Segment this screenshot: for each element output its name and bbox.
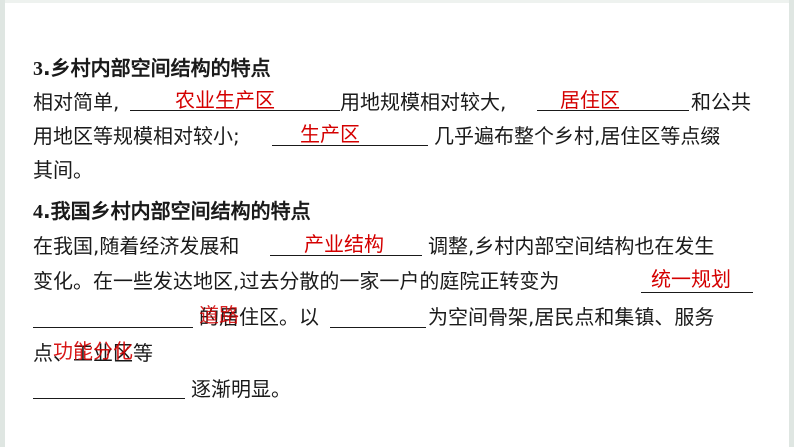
s4-line1-part1: 在我国,随着经济发展和: [33, 234, 240, 258]
s4-blank-2b: [33, 327, 193, 328]
section4-heading: 4.我国乡村内部空间结构的特点: [33, 199, 311, 224]
s4-line2: 变化。在一些发达地区,过去分散的一家一户的庭院正转变为: [33, 269, 560, 293]
section3-heading: 3.乡村内部空间结构的特点: [33, 56, 271, 81]
s3-line1-part2: 用地规模相对较大,: [340, 90, 507, 114]
s4-blank-1: [270, 255, 422, 256]
s4-answer-2: 统一规划: [651, 267, 731, 291]
s3-blank-1: [130, 110, 340, 111]
s3-answer-2: 居住区: [560, 88, 620, 112]
s4-answer-3: 道路: [199, 303, 239, 327]
s4-blank-4: [33, 398, 185, 399]
slide-right-border: [789, 0, 794, 447]
s3-blank-2: [537, 110, 689, 111]
s4-line3-part1: 的居住区。以: [199, 305, 319, 329]
s3-answer-3: 生产区: [300, 122, 360, 146]
s3-line1-part1: 相对简单,: [33, 90, 120, 114]
s3-line2-part1: 用地区等规模相对较小;: [33, 124, 240, 148]
s3-line2-part2: 几乎遍布整个乡村,居住区等点缀: [434, 124, 721, 148]
s4-line4: 点、工业区等: [33, 341, 153, 365]
slide-left-border: [0, 0, 5, 447]
s4-line5: 逐渐明显。: [191, 377, 291, 401]
section4-number: 4: [33, 201, 43, 223]
section3-title: .乡村内部空间结构的特点: [43, 56, 271, 80]
s3-blank-3: [272, 145, 428, 146]
s4-blank-2a: [641, 292, 753, 293]
s4-blank-3: [330, 327, 426, 328]
s3-line3: 其间。: [33, 158, 93, 182]
s3-line1-part3: 和公共: [691, 90, 751, 114]
s4-line3-part2: 为空间骨架,居民点和集镇、服务: [428, 305, 715, 329]
s4-line1-part2: 调整,乡村内部空间结构也在发生: [428, 234, 715, 258]
s4-answer-1: 产业结构: [304, 232, 384, 256]
s3-answer-1: 农业生产区: [175, 88, 275, 112]
s4-answer-4: 功能分化: [53, 339, 133, 363]
section3-number: 3: [33, 58, 43, 80]
section4-title: .我国乡村内部空间结构的特点: [43, 199, 311, 223]
slide-top-border: [0, 0, 794, 3]
